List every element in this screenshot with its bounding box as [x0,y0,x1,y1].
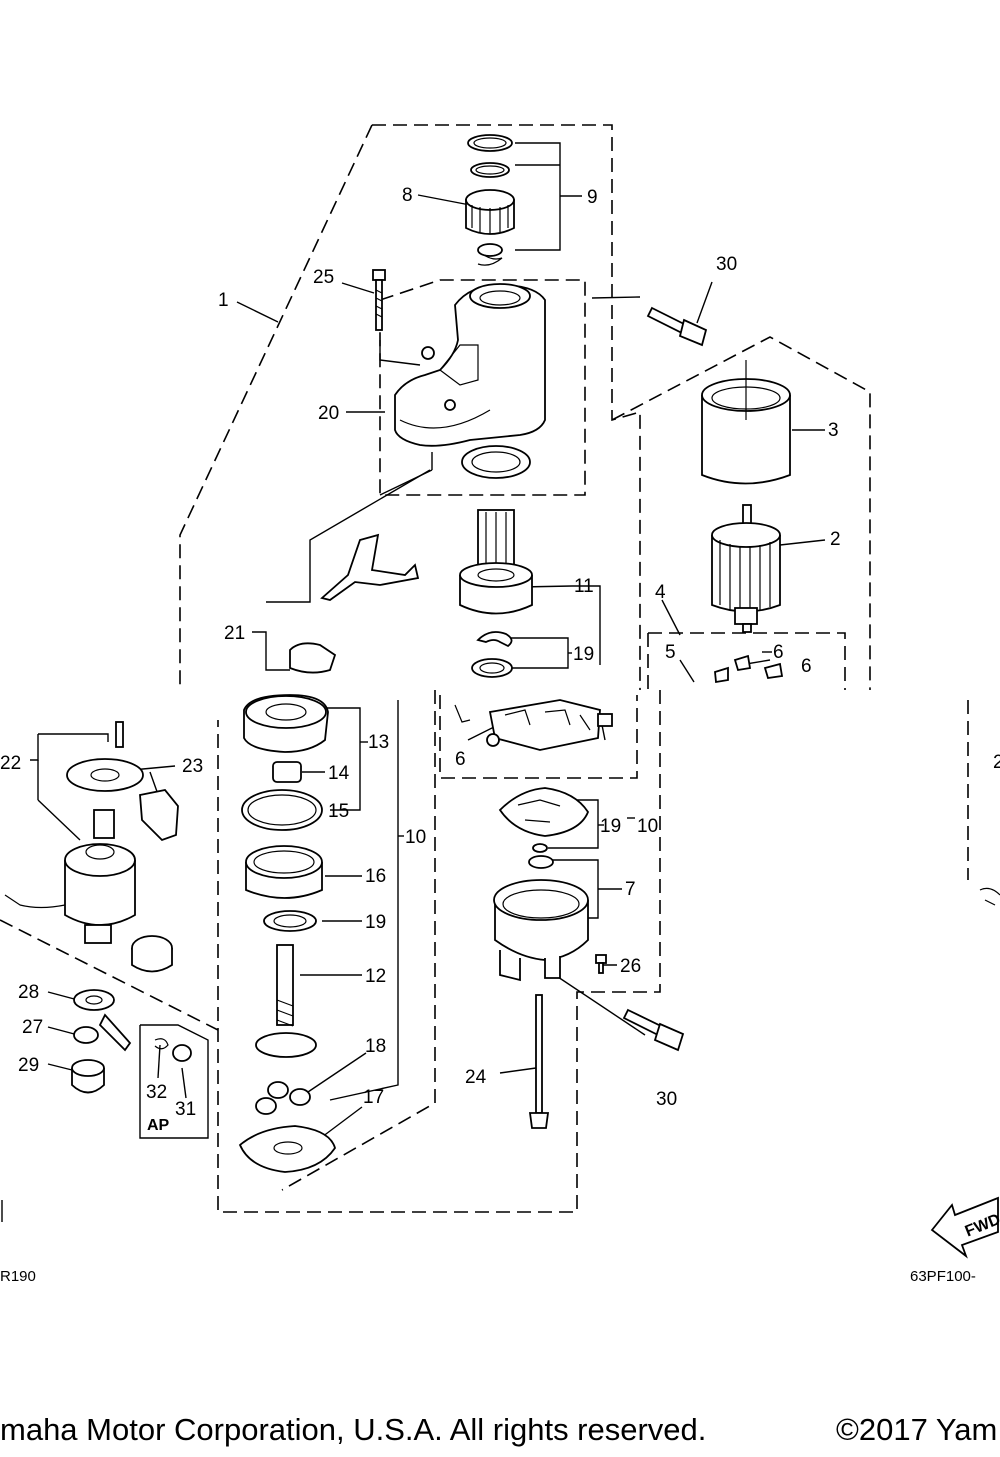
callout-31: 31 [175,1099,196,1120]
callout-11: 11 [574,576,594,597]
yoke-3 [701,360,791,485]
clip-washer-19 [471,631,513,678]
callout-7: 7 [625,879,636,900]
terminal-parts-27-32 [71,989,192,1094]
callout-8: 8 [402,185,413,206]
drawing-code-right: 63PF100- [910,1268,976,1285]
callout-2-edge: 2 [993,752,1000,773]
callout-28: 28 [18,982,39,1003]
brush-holder [454,699,613,751]
callout-2: 2 [830,529,841,550]
callout-10-mid: 10 [405,827,426,848]
callout-25: 25 [313,267,334,288]
callout-23: 23 [182,756,203,777]
right-edge-fragment [979,887,1000,906]
callout-12: 12 [365,966,386,987]
screw-26 [595,954,607,974]
callout-24: 24 [465,1067,487,1088]
pinion-set-parts [465,134,515,266]
callout-10-right: 10 [637,816,658,837]
callout-27: 27 [22,1017,43,1038]
callout-17: 17 [363,1087,384,1108]
callout-29: 29 [18,1055,39,1076]
callout-9: 9 [587,187,598,208]
callout-6-c: 6 [455,749,466,770]
solenoid-22 [4,721,179,973]
clutch-11 [459,509,533,615]
callout-16: 16 [365,866,386,887]
callout-20: 20 [318,403,339,424]
fwd-arrow-icon [930,1196,999,1259]
leader-lines [30,142,826,1141]
brush-parts [714,654,784,684]
callout-4: 4 [655,582,666,603]
callout-1: 1 [218,290,229,311]
callout-labels: 1 25 8 9 30 20 3 2 11 4 21 19 5 6 6 22 2… [0,185,1000,1285]
callout-26: 26 [620,956,641,977]
callout-21: 21 [224,623,245,644]
copyright-left: maha Motor Corporation, U.S.A. All right… [0,1412,707,1447]
copyright-right: ©2017 Yam [836,1412,998,1447]
callout-19-bottom: 19 [365,912,386,933]
callout-30-top: 30 [716,254,737,275]
callout-18: 18 [365,1036,386,1057]
callout-13: 13 [368,732,389,753]
callout-5: 5 [665,642,676,663]
callout-14: 14 [328,763,350,784]
through-bolt-24 [528,994,550,1129]
callout-6-b: 6 [801,656,812,677]
gear-reduction-parts [238,694,336,1173]
drawing-code-left: R190 [0,1268,36,1285]
bolt-25 [372,269,386,331]
callout-15: 15 [328,801,349,822]
ap-label: AP [147,1117,170,1134]
callout-6-a: 6 [773,642,784,663]
rear-cover-7 [493,855,589,982]
callout-32: 32 [146,1082,167,1103]
callout-22: 22 [0,753,21,774]
front-housing-20 [394,283,546,479]
assembly-boundaries [0,124,969,1213]
bolt-30-bottom [622,1008,685,1052]
armature-2 [711,504,781,633]
plate-10 [498,787,590,853]
callout-3: 3 [828,420,839,441]
callout-19-right: 19 [600,816,621,837]
callout-19-top: 19 [573,644,594,665]
bolt-30-top [646,306,708,347]
callout-30-bottom: 30 [656,1089,677,1110]
lever-21 [289,533,420,674]
